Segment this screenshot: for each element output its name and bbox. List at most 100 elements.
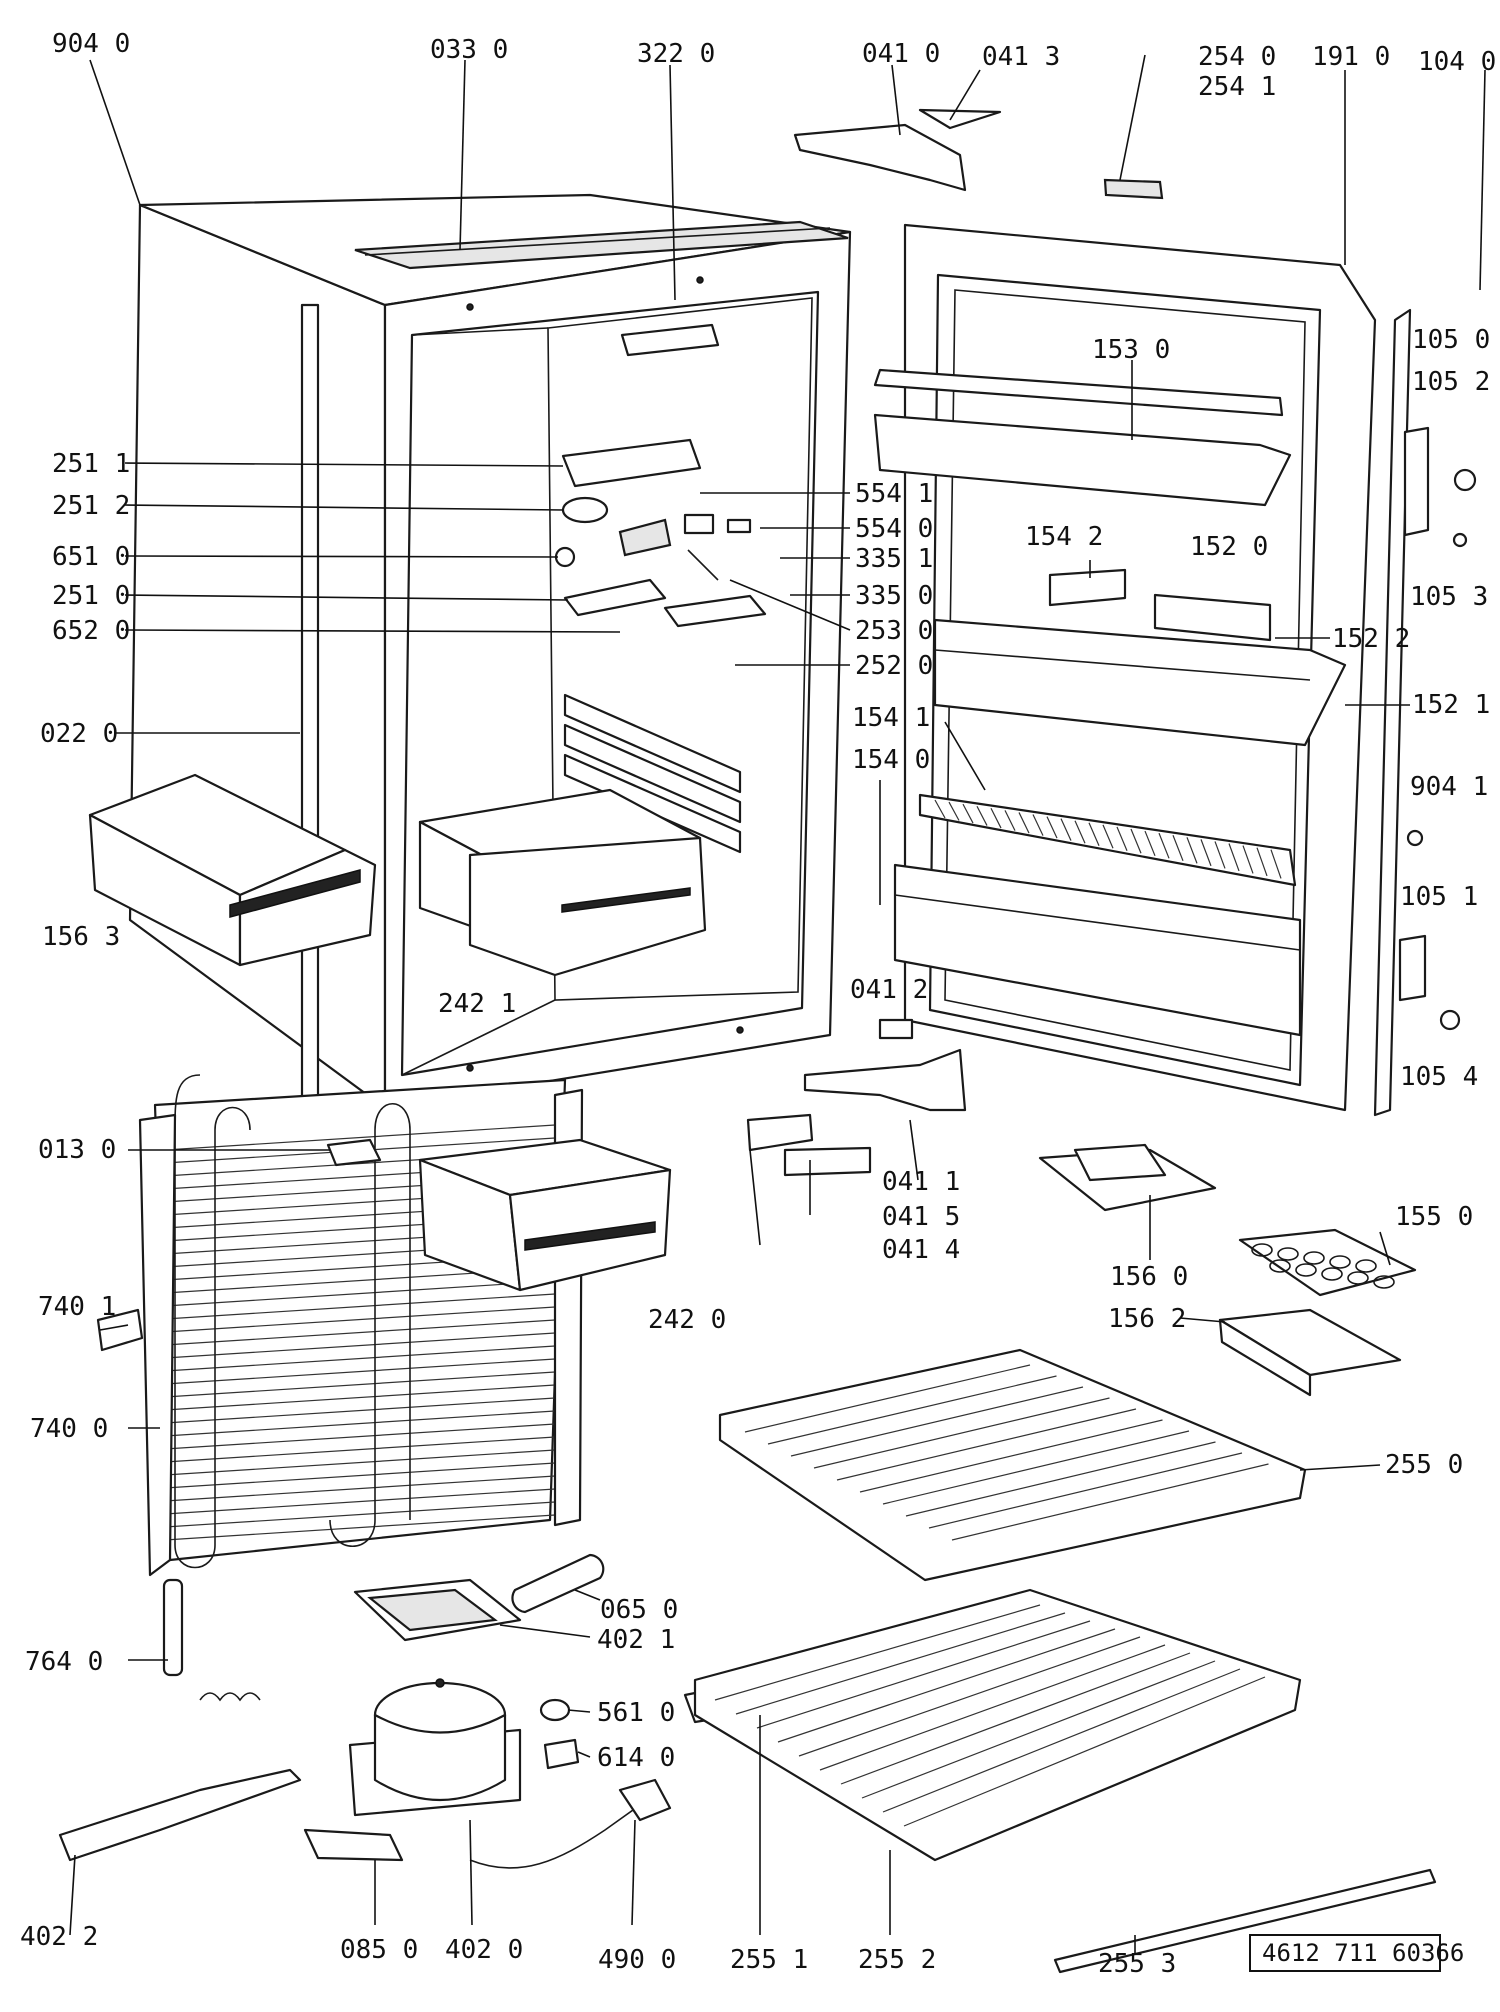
rack-bar: [1032, 814, 1044, 836]
label-041-2: 041 2: [850, 975, 928, 1005]
shelf-slat: [756, 1620, 1091, 1729]
label-104-0: 104 0: [1418, 47, 1496, 77]
condenser-fin: [164, 1397, 556, 1424]
condenser-fin: [164, 1475, 556, 1502]
egg-cup: [1303, 1251, 1325, 1265]
rack-bar: [1046, 816, 1058, 839]
shelf-slat: [790, 1386, 1084, 1457]
rack-bar: [1228, 843, 1240, 872]
label-105-4: 105 4: [1400, 1062, 1478, 1092]
rack-bar: [1074, 820, 1086, 844]
shelf-slat: [714, 1604, 1041, 1701]
label-065-0: 065 0: [600, 1595, 678, 1625]
egg-cup: [1269, 1259, 1291, 1273]
egg-cup: [1329, 1255, 1351, 1269]
label-740-1: 740 1: [38, 1292, 116, 1322]
hinges: [746, 108, 1477, 1177]
egg-cup: [1373, 1275, 1395, 1289]
shelf-slat: [798, 1636, 1141, 1757]
label-105-0: 105 0: [1412, 325, 1490, 355]
rack-bar: [1144, 830, 1156, 857]
rack-bar: [1200, 839, 1212, 867]
label-041-1: 041 1: [882, 1167, 960, 1197]
condenser-fin: [164, 1371, 556, 1398]
label-764-0: 764 0: [25, 1647, 103, 1677]
label-041-5: 041 5: [882, 1202, 960, 1232]
label-153-0: 153 0: [1092, 335, 1170, 365]
leader-lines: [69, 54, 1486, 1955]
condenser-fin: [164, 1358, 556, 1385]
condenser-fin: [164, 1319, 556, 1346]
condenser-fin: [164, 1514, 556, 1541]
label-490-0: 490 0: [598, 1945, 676, 1975]
label-255-3: 255 3: [1098, 1949, 1176, 1979]
label-152-1: 152 1: [1412, 690, 1490, 720]
freezer-tray: [88, 773, 377, 967]
label-033-0: 033 0: [430, 35, 508, 65]
label-255-1: 255 1: [730, 1945, 808, 1975]
label-652-0: 652 0: [52, 616, 130, 646]
condenser-fin: [164, 1332, 556, 1359]
condenser-fin: [164, 1384, 556, 1411]
label-155-0: 155 0: [1395, 1202, 1473, 1232]
label-152-2: 152 2: [1332, 624, 1410, 654]
shelf-slat: [767, 1375, 1057, 1445]
shelf-slat: [859, 1419, 1163, 1493]
rack-bar: [1018, 812, 1030, 834]
condenser-fin: [164, 1124, 556, 1151]
rack-bar: [962, 803, 974, 824]
condenser-fin: [164, 1293, 556, 1320]
rack-bar: [1270, 849, 1282, 879]
shelf-slat: [951, 1463, 1269, 1541]
label-255-0: 255 0: [1385, 1450, 1463, 1480]
label-904-0: 904 0: [52, 29, 130, 59]
label-105-3: 105 3: [1410, 582, 1488, 612]
egg-cup: [1277, 1247, 1299, 1261]
label-041-0: 041 0: [862, 39, 940, 69]
label-402-1: 402 1: [597, 1625, 675, 1655]
rack-bar: [990, 808, 1002, 829]
label-156-2: 156 2: [1108, 1304, 1186, 1334]
rack-bar: [976, 805, 988, 826]
label-614-0: 614 0: [597, 1743, 675, 1773]
label-554-0: 554 0: [855, 514, 933, 544]
label-554-1: 554 1: [855, 479, 933, 509]
label-402-2: 402 2: [20, 1922, 98, 1952]
label-152-0: 152 0: [1190, 532, 1268, 562]
condenser-fin: [164, 1436, 556, 1463]
document-number: 4612 711 60366: [1262, 1939, 1464, 1967]
rack-bar: [1172, 835, 1184, 862]
condenser-fin: [164, 1462, 556, 1489]
shelf-slat: [836, 1408, 1137, 1481]
egg-cup: [1321, 1267, 1343, 1281]
rack-bar: [934, 799, 946, 819]
accessories: [1038, 1143, 1417, 1397]
door: [873, 223, 1412, 1117]
rack-bar: [1214, 841, 1226, 869]
label-254-1: 254 1: [1198, 72, 1276, 102]
label-085-0: 085 0: [340, 1935, 418, 1965]
label-154-1: 154 1: [852, 703, 930, 733]
label-242-1: 242 1: [438, 989, 516, 1019]
document-number-box: 4612 711 60366: [1249, 1934, 1464, 1972]
label-335-0: 335 0: [855, 581, 933, 611]
shelf-slat: [882, 1430, 1190, 1505]
label-255-2: 255 2: [858, 1945, 936, 1975]
egg-cup: [1355, 1259, 1377, 1273]
label-041-3: 041 3: [982, 42, 1060, 72]
condenser-fin: [164, 1449, 556, 1476]
shelf-slat: [744, 1364, 1031, 1433]
label-251-1: 251 1: [52, 449, 130, 479]
shelf-slat: [905, 1441, 1216, 1517]
label-740-0: 740 0: [30, 1414, 108, 1444]
shelf-slat: [882, 1668, 1241, 1813]
shelf-slat: [928, 1452, 1243, 1529]
part-labels: 904 0 033 0 322 0 041 0 041 3 254 0 254 …: [20, 29, 1496, 1979]
condenser-fin: [164, 1280, 556, 1307]
shelf-slat: [777, 1628, 1116, 1743]
rack-bar: [1130, 828, 1142, 854]
condenser-fin: [164, 1423, 556, 1450]
label-154-2: 154 2: [1025, 522, 1103, 552]
label-105-1: 105 1: [1400, 882, 1478, 912]
label-041-4: 041 4: [882, 1235, 960, 1265]
